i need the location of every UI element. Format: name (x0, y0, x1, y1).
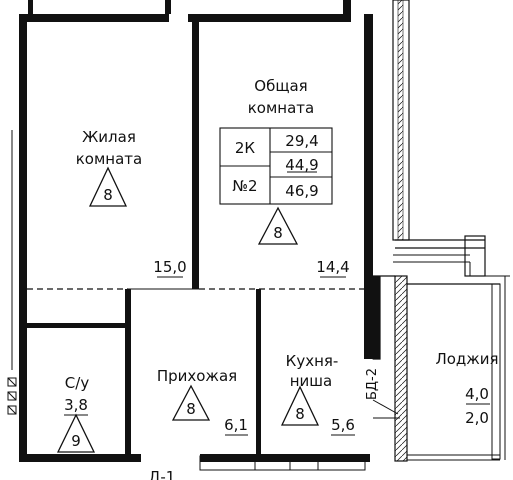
hallway-marker: 8 (186, 400, 196, 418)
kitchen-area: 5,6 (331, 416, 355, 434)
left-wall-markers (7, 130, 17, 415)
outer-walls (19, 0, 373, 462)
bathroom-area: 3,8 (64, 396, 88, 414)
right-facade (392, 0, 486, 277)
hallway-name: Прихожая (157, 367, 237, 385)
door-swing (372, 399, 400, 419)
table-area-with-loggia: 46,9 (285, 182, 318, 200)
table-area-total: 44,9 (285, 156, 318, 174)
table-number: №2 (232, 177, 257, 195)
d1-label: Д-1 (149, 468, 176, 480)
triangle-markers (56, 166, 320, 453)
loggia-name: Лоджия (435, 350, 498, 368)
living-room-area: 15,0 (153, 258, 186, 276)
living-room-marker: 8 (103, 186, 113, 204)
info-table (219, 127, 333, 205)
common-room-marker: 8 (273, 224, 283, 242)
table-type: 2К (235, 139, 256, 157)
common-room-name-2: комната (248, 99, 314, 117)
loggia-walls (372, 275, 510, 462)
bathroom-marker: 9 (71, 432, 81, 450)
common-room-name-1: Общая (254, 77, 307, 95)
loggia-area-1: 4,0 (465, 385, 489, 403)
hallway-area: 6,1 (224, 416, 248, 434)
loggia-area-2: 2,0 (465, 409, 489, 427)
living-room-name-1: Жилая (82, 128, 136, 146)
bd-label: БД-2 (365, 368, 380, 400)
kitchen-name-2: ниша (290, 372, 332, 390)
bottom-window (199, 455, 366, 471)
bathroom-name: С/у (65, 374, 90, 392)
table-area-living: 29,4 (285, 132, 318, 150)
kitchen-marker: 8 (295, 405, 305, 423)
living-room-name-2: комната (76, 150, 142, 168)
common-room-area: 14,4 (316, 258, 349, 276)
kitchen-name-1: Кухня- (286, 352, 339, 370)
